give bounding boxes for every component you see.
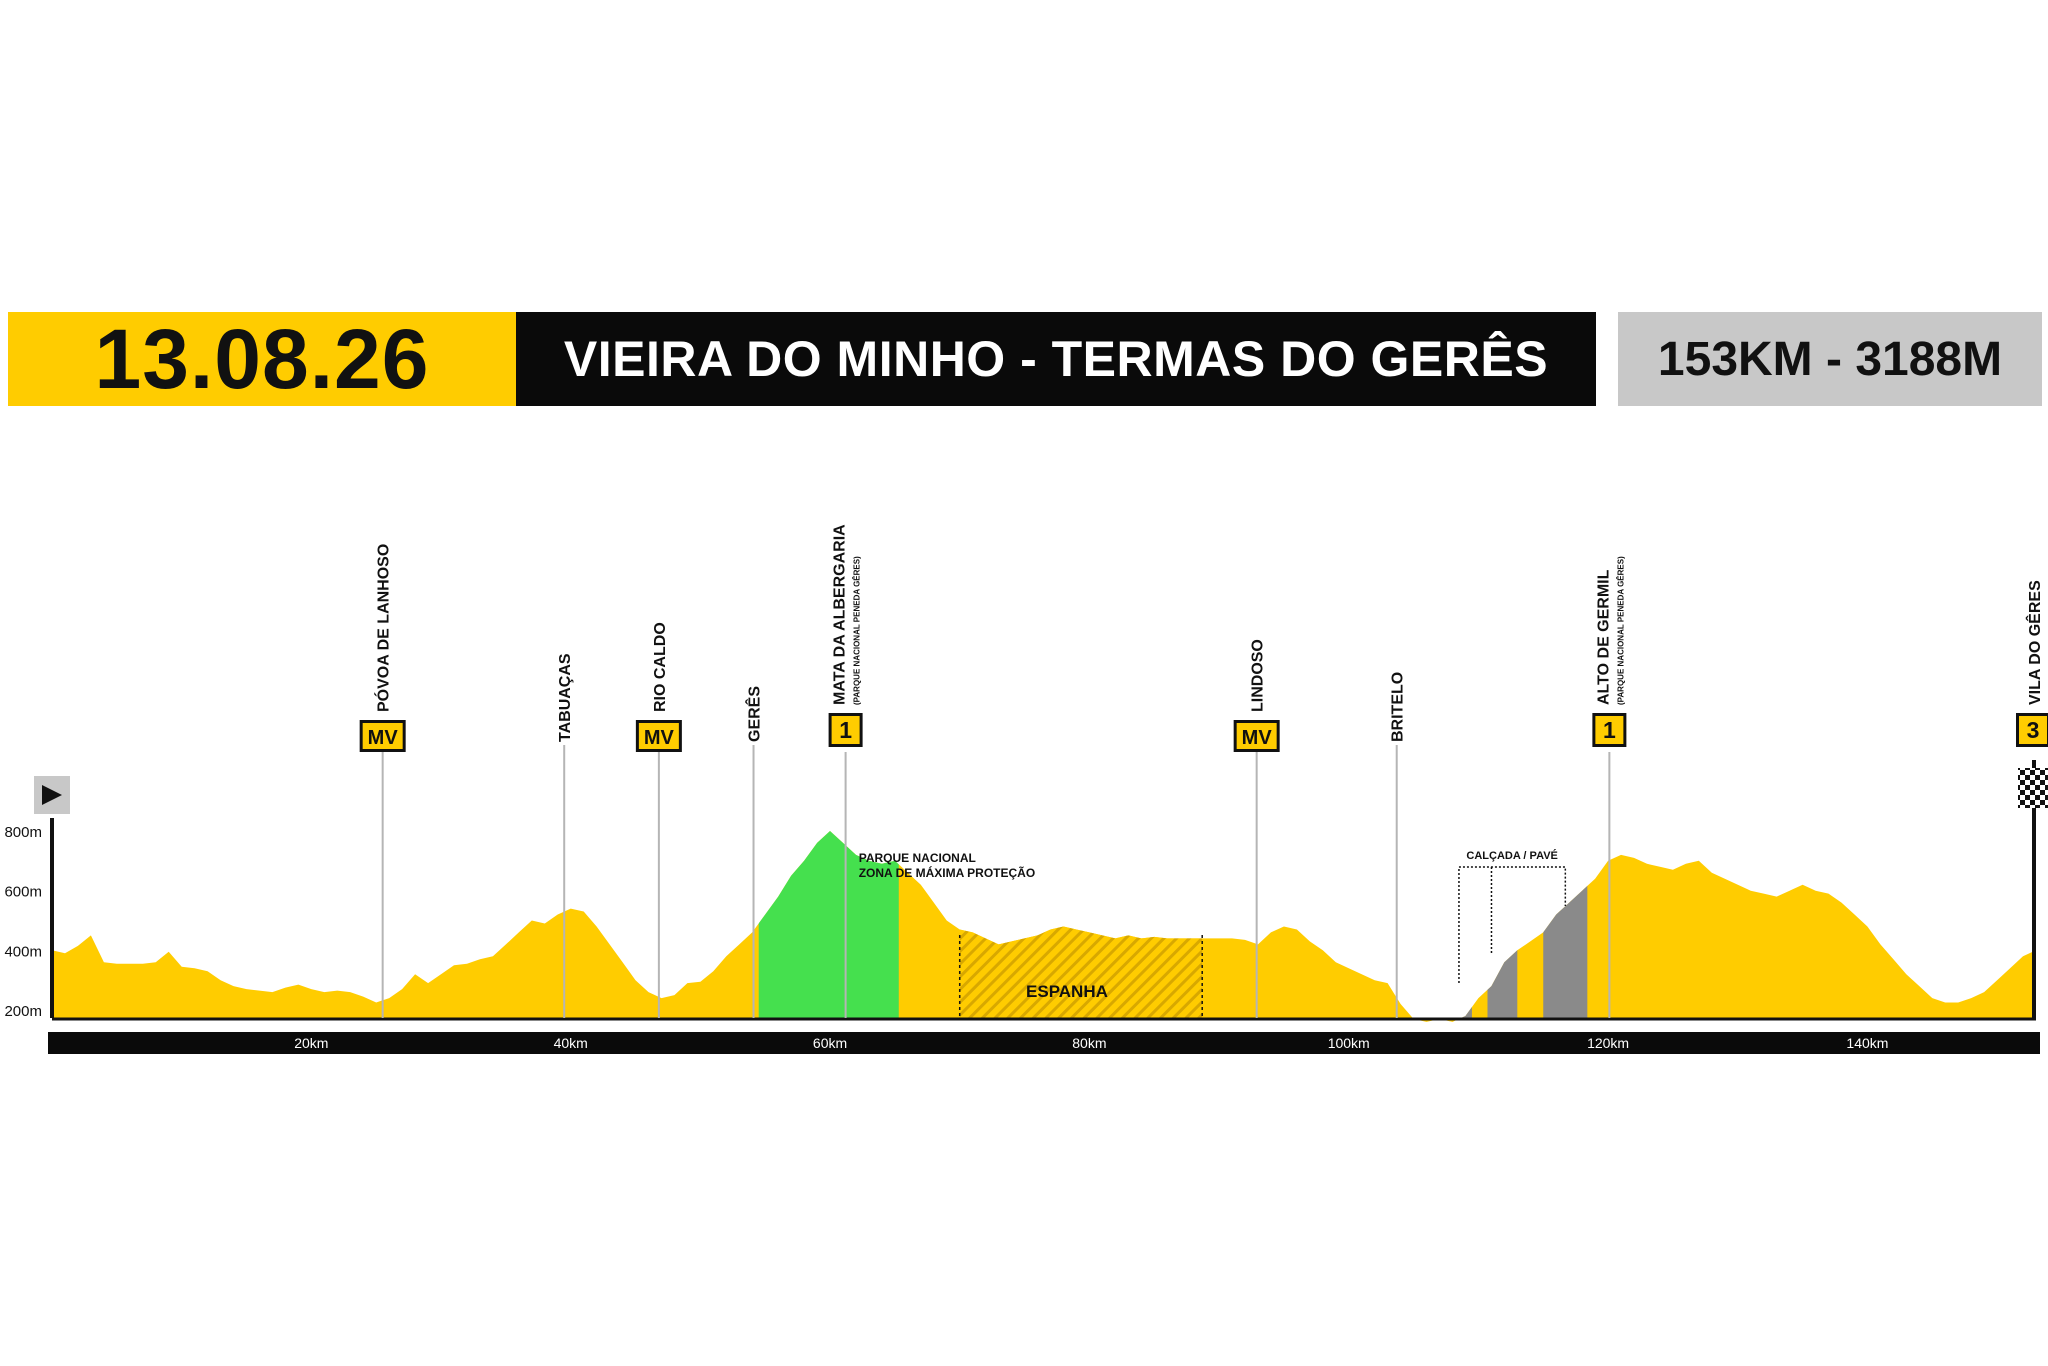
waypoint-label: ALTO DE GERMIL <box>1595 569 1612 705</box>
x-tick-label: 140km <box>1846 1035 1888 1051</box>
climb-badge-label: MV <box>368 727 399 749</box>
climb-badge-fill <box>638 723 679 749</box>
waypoint-label: VILA DO GÊRES <box>2025 580 2044 705</box>
climb-badge-fill <box>362 723 403 749</box>
spain-label: ESPANHA <box>1026 982 1108 1001</box>
climb-badge-fill <box>2019 716 2047 744</box>
y-tick-label: 200m <box>4 1003 42 1020</box>
spain-zone-area <box>959 831 1203 1018</box>
x-tick-label: 120km <box>1587 1035 1629 1051</box>
x-tick-label: 60km <box>813 1035 847 1051</box>
cobbles-label: CALÇADA / PAVÉ <box>1466 849 1557 862</box>
climb-badge-label: 3 <box>2027 717 2040 743</box>
start-play-icon <box>42 785 62 805</box>
waypoint-sublabel: (PARQUE NACIONAL PENEDA GÊRES) <box>1616 556 1625 705</box>
x-tick-label: 80km <box>1072 1035 1106 1051</box>
climb-badge-fill <box>1595 716 1624 744</box>
waypoint-label: TABUAÇAS <box>557 653 574 742</box>
climb-badge-label: MV <box>644 727 675 749</box>
protected-zone-sublabel: ZONA DE MÁXIMA PROTEÇÃO <box>859 865 1035 880</box>
climb-badge-label: 1 <box>1603 717 1616 743</box>
waypoint-label: MATA DA ALBERGARIA <box>832 524 849 705</box>
protected-zone-label: PARQUE NACIONAL <box>859 851 976 865</box>
climb-badge-fill <box>831 716 860 744</box>
waypoint-label: LINDOSO <box>1250 639 1267 712</box>
waypoint-label: GERÊS <box>745 686 764 742</box>
climb-badge-label: MV <box>1242 727 1273 749</box>
stage-route: VIEIRA DO MINHO - TERMAS DO GERÊS <box>516 312 1596 406</box>
x-tick-label: 20km <box>294 1035 328 1051</box>
stage-header: 13.08.26 VIEIRA DO MINHO - TERMAS DO GER… <box>0 312 2048 406</box>
stage-stats: 153KM - 3188M <box>1618 312 2042 406</box>
y-tick-label: 600m <box>4 884 42 901</box>
climb-badge-label: 1 <box>839 717 852 743</box>
finish-flag <box>2018 768 2048 808</box>
x-tick-label: 100km <box>1328 1035 1370 1051</box>
waypoint-label: RIO CALDO <box>652 622 669 712</box>
cobbles-bracket <box>1458 866 1567 983</box>
waypoint-sublabel: (PARQUE NACIONAL PENEDA GÊRES) <box>853 556 862 705</box>
x-tick-label: 40km <box>554 1035 588 1051</box>
waypoint-label: BRITELO <box>1390 672 1407 742</box>
elevation-area <box>52 831 2036 1022</box>
y-tick-label: 800m <box>4 824 42 841</box>
stage-date: 13.08.26 <box>8 312 516 406</box>
x-axis-bar <box>48 1032 2040 1054</box>
climb-badge-fill <box>1236 723 1277 749</box>
y-tick-label: 400m <box>4 943 42 960</box>
waypoint-label: PÓVOA DE LANHOSO <box>374 544 393 712</box>
